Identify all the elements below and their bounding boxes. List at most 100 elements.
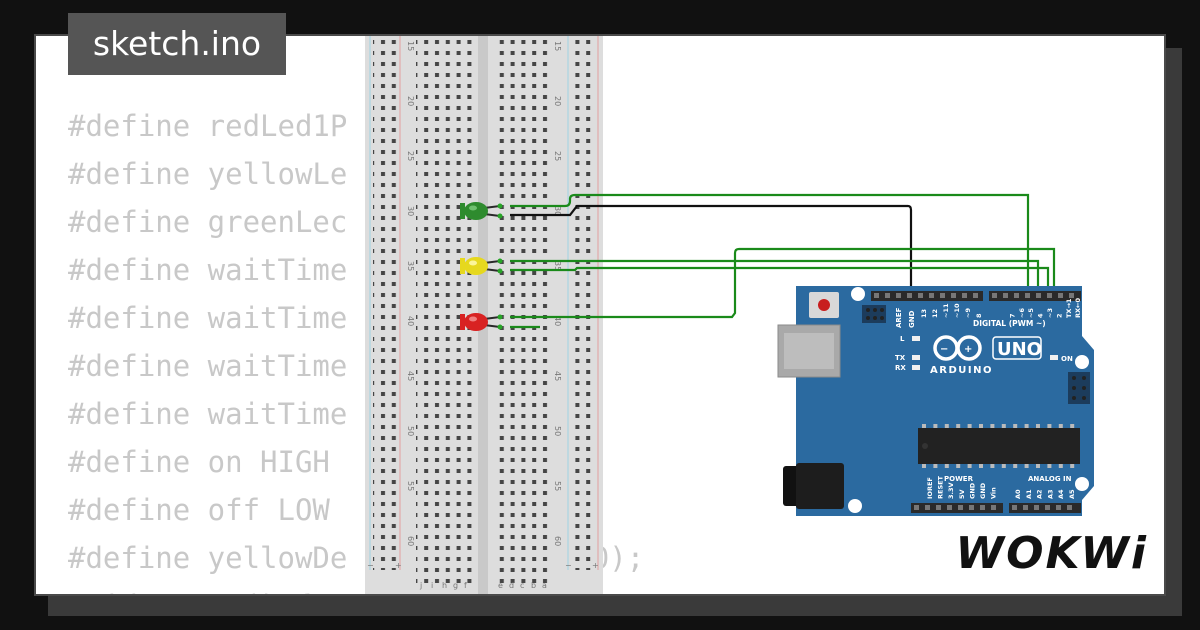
breadboard-column-letter: h	[442, 581, 447, 590]
led-yellow[interactable]	[460, 257, 503, 275]
code-line: #define waitTime	[68, 349, 348, 383]
breadboard-row-number: 55	[553, 481, 562, 491]
breadboard-rail-sign: +	[592, 561, 599, 570]
breadboard-row-number: 20	[553, 96, 562, 106]
right-rail-holes	[571, 36, 595, 570]
header-pin	[1023, 505, 1028, 510]
breadboard-column-letter: g	[453, 581, 458, 590]
mounting-hole	[848, 499, 862, 513]
power-header	[911, 503, 1003, 513]
digital-pin-label: 8	[975, 313, 983, 318]
digital-header-high	[871, 291, 983, 301]
digital-pin-label: TX→1	[1065, 298, 1073, 318]
chip-pin	[967, 424, 972, 428]
chip-pin	[990, 464, 995, 468]
analog-pin-label: A5	[1068, 489, 1076, 499]
breadboard-row-number: 50	[553, 426, 562, 436]
header-pin	[947, 505, 952, 510]
arduino-infinity-icon	[933, 335, 982, 361]
chip-pin	[1047, 464, 1052, 468]
atmega-chip	[918, 428, 1080, 464]
breadboard-column-letter: b	[531, 581, 536, 590]
wokwi-logo: WOKWi	[955, 528, 1148, 579]
code-line: #define waitTime	[68, 253, 348, 287]
header-pin	[980, 505, 985, 510]
chip-pin	[1070, 424, 1075, 428]
breadboard-column-letter: c	[520, 581, 524, 590]
code-line: #define redLed1P	[68, 109, 348, 143]
header-pin	[929, 293, 934, 298]
mounting-hole	[851, 287, 865, 301]
led-green[interactable]	[460, 202, 503, 220]
code-line: void setup() {	[68, 582, 644, 594]
header-pin	[936, 505, 941, 510]
header-pin	[907, 293, 912, 298]
breadboard-row-number: 15	[406, 41, 415, 51]
header-pin	[992, 293, 997, 298]
header-pin	[914, 505, 919, 510]
chip-pin	[944, 464, 949, 468]
header-pin	[925, 505, 930, 510]
label-l: L	[900, 335, 905, 343]
chip-pin	[1024, 464, 1029, 468]
header-pin	[951, 293, 956, 298]
breadboard-column-letter: j	[419, 581, 422, 590]
digital-pin-label: ~10	[953, 303, 961, 318]
breadboard-row-number: 50	[406, 426, 415, 436]
digital-header-low	[989, 291, 1081, 301]
code-line: #define yellowLe	[68, 157, 348, 191]
chip-pin	[1024, 424, 1029, 428]
digital-pin-label: ~3	[1046, 308, 1054, 318]
code-line: #define greenLec	[68, 205, 348, 239]
code-line: #define off LOW	[68, 493, 330, 527]
chip-pin	[1013, 424, 1018, 428]
label-on: ON	[1061, 355, 1073, 363]
header-pin	[1036, 293, 1041, 298]
digital-pin-label: ~6	[1018, 308, 1026, 318]
header-pin	[940, 293, 945, 298]
digital-pin-label: 12	[931, 309, 939, 318]
header-pin	[969, 505, 974, 510]
led-red[interactable]	[460, 313, 503, 331]
power-pin-label: GND	[979, 482, 987, 499]
code-line: #define waitTime	[68, 301, 348, 335]
label-uno: UNO	[997, 339, 1042, 360]
wires	[510, 193, 1056, 329]
label-gnd: GND	[908, 310, 916, 328]
left-rail-holes	[373, 36, 397, 570]
chip-pin	[944, 424, 949, 428]
chip-pin	[1001, 424, 1006, 428]
breadboard-column-letter: d	[509, 581, 514, 590]
label-tx: TX	[895, 354, 906, 362]
breadboard-column-letter: f	[464, 581, 467, 590]
breadboard-row-number: 35	[406, 261, 415, 271]
label-digital-pwm: DIGITAL (PWM ~)	[973, 319, 1046, 328]
digital-pin-label: ~11	[942, 303, 950, 318]
code-line: #define waitTime	[68, 397, 348, 431]
label-rx: RX	[895, 364, 906, 372]
file-tab[interactable]: sketch.ino	[68, 13, 286, 75]
label-power: POWER	[944, 475, 974, 483]
power-pin-label: 5V	[958, 489, 966, 499]
header-pin	[1025, 293, 1030, 298]
header-pin	[918, 293, 923, 298]
header-pin	[962, 293, 967, 298]
chip-pin	[1001, 464, 1006, 468]
header-pin	[1056, 505, 1061, 510]
label-arduino: ARDUINO	[930, 365, 993, 376]
breadboard-row-number: 30	[553, 206, 562, 216]
wire-ground	[510, 204, 913, 296]
header-pin	[1034, 505, 1039, 510]
header-pin	[1047, 293, 1052, 298]
chip-pin	[922, 464, 926, 468]
header-pin	[1069, 293, 1074, 298]
code-line: #define yellowDe 00);	[68, 541, 645, 575]
header-pin	[885, 293, 890, 298]
power-pin-label: IOREF	[926, 477, 934, 499]
digital-pin-label: 13	[920, 309, 928, 318]
chip-pin	[967, 464, 972, 468]
breadboard-column-letter: i	[431, 581, 433, 590]
